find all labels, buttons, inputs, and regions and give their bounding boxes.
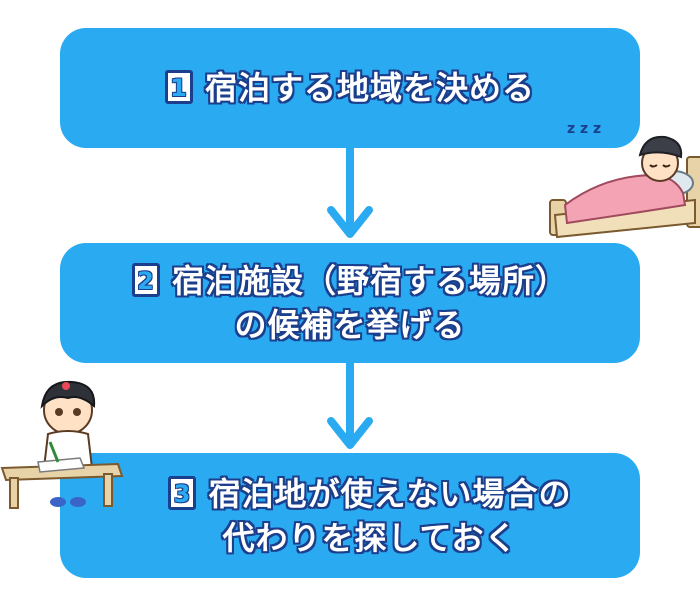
step-2-number: 2 [131, 263, 160, 297]
step-2-text: 2 宿泊施設（野宿する場所） の候補を挙げる [131, 259, 568, 347]
step-1-line-1: 1 宿泊する地域を決める [164, 66, 535, 110]
arrow-down-icon [327, 148, 373, 238]
step-1-label: 宿泊する地域を決める [204, 69, 535, 107]
step-3-number: 3 [168, 475, 197, 510]
studying-child-icon [0, 380, 124, 509]
sleep-symbol: z z z [567, 121, 601, 137]
arrow-down-icon [327, 363, 373, 449]
step-3-line-2: 代わりを探しておく [222, 518, 518, 557]
step-3-box: 3 宿泊地が使えない場合の 代わりを探しておく [60, 453, 640, 578]
step-2-label-1: 宿泊施設（野宿する場所） [171, 262, 568, 300]
step-2-line-2: の候補を挙げる [234, 306, 466, 344]
step-3-line-1: 3 宿泊地が使えない場合の [168, 472, 571, 516]
step-3-text: 3 宿泊地が使えない場合の 代わりを探しておく [128, 472, 571, 560]
step-1-box: 1 宿泊する地域を決める [60, 28, 640, 148]
step-1-text: 1 宿泊する地域を決める [164, 66, 535, 110]
step-2-box: 2 宿泊施設（野宿する場所） の候補を挙げる [60, 243, 640, 363]
step-3-label-1: 宿泊地が使えない場合の [208, 474, 572, 513]
sleeping-person-icon: z z z [549, 121, 700, 239]
step-1-number: 1 [164, 70, 193, 104]
step-2-line-1: 2 宿泊施設（野宿する場所） [131, 259, 568, 303]
